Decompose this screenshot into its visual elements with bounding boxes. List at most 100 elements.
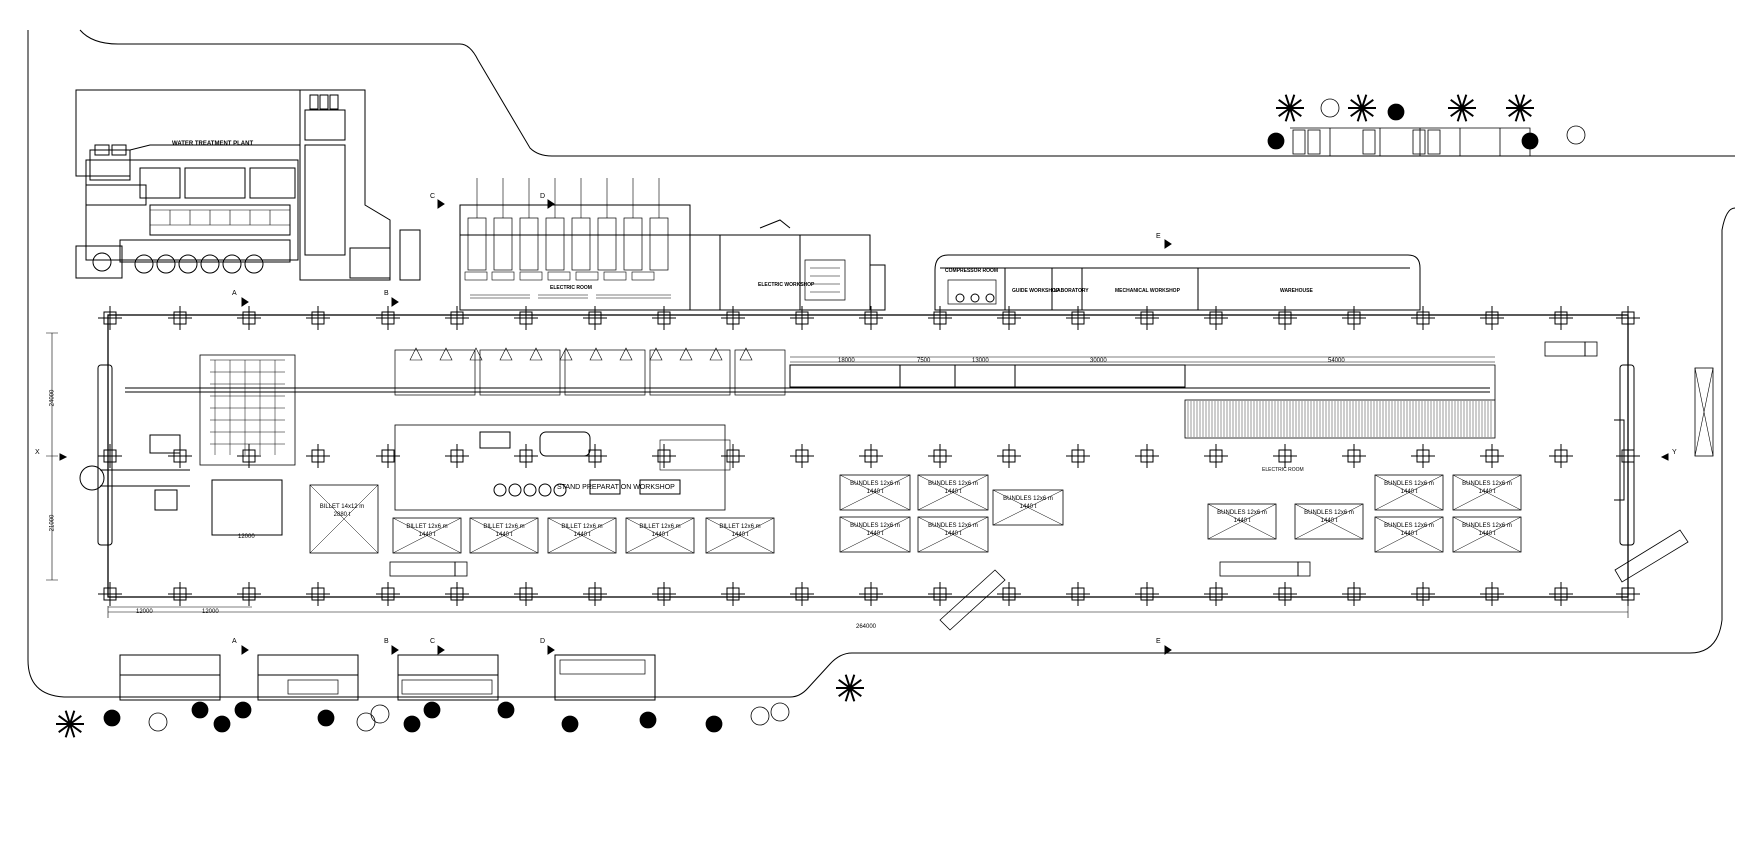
tree-icon bbox=[1521, 132, 1539, 150]
palm-tree-icon bbox=[56, 710, 84, 738]
storage-bay bbox=[1294, 503, 1364, 540]
column-marker bbox=[1204, 582, 1228, 606]
label-stand-preparation-workshop: STAND PREPARATION WORKSHOP bbox=[557, 484, 675, 491]
column-marker bbox=[445, 582, 469, 606]
palm-tree-icon bbox=[836, 674, 864, 702]
column-marker bbox=[1204, 444, 1228, 468]
column-marker bbox=[1549, 444, 1573, 468]
column-marker bbox=[928, 444, 952, 468]
column-marker bbox=[1549, 582, 1573, 606]
storage-bay bbox=[392, 517, 462, 554]
clarifier-circles bbox=[92, 252, 264, 274]
column-marker bbox=[376, 444, 400, 468]
column-marker bbox=[1066, 582, 1090, 606]
column-marker bbox=[790, 444, 814, 468]
section-a-bottom: A bbox=[232, 638, 237, 645]
column-marker bbox=[583, 582, 607, 606]
column-marker bbox=[1411, 306, 1435, 330]
column-marker bbox=[98, 306, 122, 330]
column-marker bbox=[445, 306, 469, 330]
landscape-trees bbox=[56, 94, 1586, 738]
column-marker bbox=[1342, 444, 1366, 468]
column-marker bbox=[168, 306, 192, 330]
storage-bay bbox=[1452, 516, 1522, 553]
column-marker bbox=[721, 444, 745, 468]
column-marker bbox=[652, 306, 676, 330]
column-marker bbox=[514, 444, 538, 468]
storage-bay bbox=[1374, 474, 1444, 511]
storage-bay bbox=[917, 516, 989, 553]
dim-264000: 264000 bbox=[856, 624, 877, 630]
column-marker bbox=[237, 306, 261, 330]
shrub-icon bbox=[1320, 98, 1340, 118]
column-marker bbox=[98, 444, 122, 468]
palm-tree-icon bbox=[1348, 94, 1376, 122]
column-marker bbox=[859, 444, 883, 468]
dimension-lines bbox=[46, 332, 1629, 618]
tree-icon bbox=[497, 701, 515, 719]
label-laboratory: LABORATORY bbox=[1054, 288, 1089, 294]
section-a-top: A bbox=[232, 290, 237, 297]
storage-bay bbox=[839, 474, 911, 511]
dim-24000: 24000 bbox=[49, 389, 56, 407]
column-marker bbox=[928, 306, 952, 330]
label-electric-workshop: ELECTRIC WORKSHOP bbox=[758, 282, 815, 288]
section-d-top: D bbox=[540, 193, 546, 200]
column-marker bbox=[306, 444, 330, 468]
column-marker bbox=[1616, 582, 1640, 606]
label-electric-room: ELECTRIC ROOM bbox=[550, 285, 592, 291]
storage-bay bbox=[917, 474, 989, 511]
column-marker bbox=[583, 306, 607, 330]
column-marker bbox=[997, 444, 1021, 468]
section-x: X bbox=[35, 449, 40, 456]
section-e-bottom: E bbox=[1156, 638, 1161, 645]
tree-icon bbox=[213, 715, 231, 733]
section-c-bottom: C bbox=[430, 638, 436, 645]
tree-icon bbox=[1387, 103, 1405, 121]
section-markers bbox=[59, 199, 1669, 655]
column-marker bbox=[1342, 306, 1366, 330]
column-marker bbox=[790, 306, 814, 330]
dim-7500: 7500 bbox=[917, 358, 931, 364]
column-marker bbox=[859, 306, 883, 330]
column-marker bbox=[997, 582, 1021, 606]
palm-tree-icon bbox=[1448, 94, 1476, 122]
tree-icon bbox=[561, 715, 579, 733]
dim-12000-b: 12000 bbox=[202, 609, 219, 615]
column-marker bbox=[1273, 306, 1297, 330]
shrub-icon bbox=[148, 712, 168, 732]
label-mechanical-workshop: MECHANICAL WORKSHOP bbox=[1115, 288, 1180, 294]
column-marker bbox=[1342, 582, 1366, 606]
column-marker bbox=[376, 306, 400, 330]
column-marker bbox=[1273, 582, 1297, 606]
tree-icon bbox=[234, 701, 252, 719]
dim-30000: 30000 bbox=[1090, 358, 1107, 364]
label-guide-workshop: GUIDE WORKSHOP bbox=[1012, 288, 1060, 294]
storage-bay bbox=[469, 517, 539, 554]
storage-bay bbox=[1207, 503, 1277, 540]
column-marker bbox=[859, 582, 883, 606]
tree-icon bbox=[639, 711, 657, 729]
storage-boxes bbox=[309, 474, 1522, 554]
trucks bbox=[389, 341, 1714, 631]
storage-bay bbox=[839, 516, 911, 553]
section-d-bottom: D bbox=[540, 638, 546, 645]
column-marker bbox=[1135, 306, 1159, 330]
column-marker bbox=[376, 582, 400, 606]
column-marker bbox=[1480, 582, 1504, 606]
column-marker bbox=[928, 582, 952, 606]
dim-18000: 18000 bbox=[838, 358, 855, 364]
tree-icon bbox=[317, 709, 335, 727]
tree-icon bbox=[191, 701, 209, 719]
